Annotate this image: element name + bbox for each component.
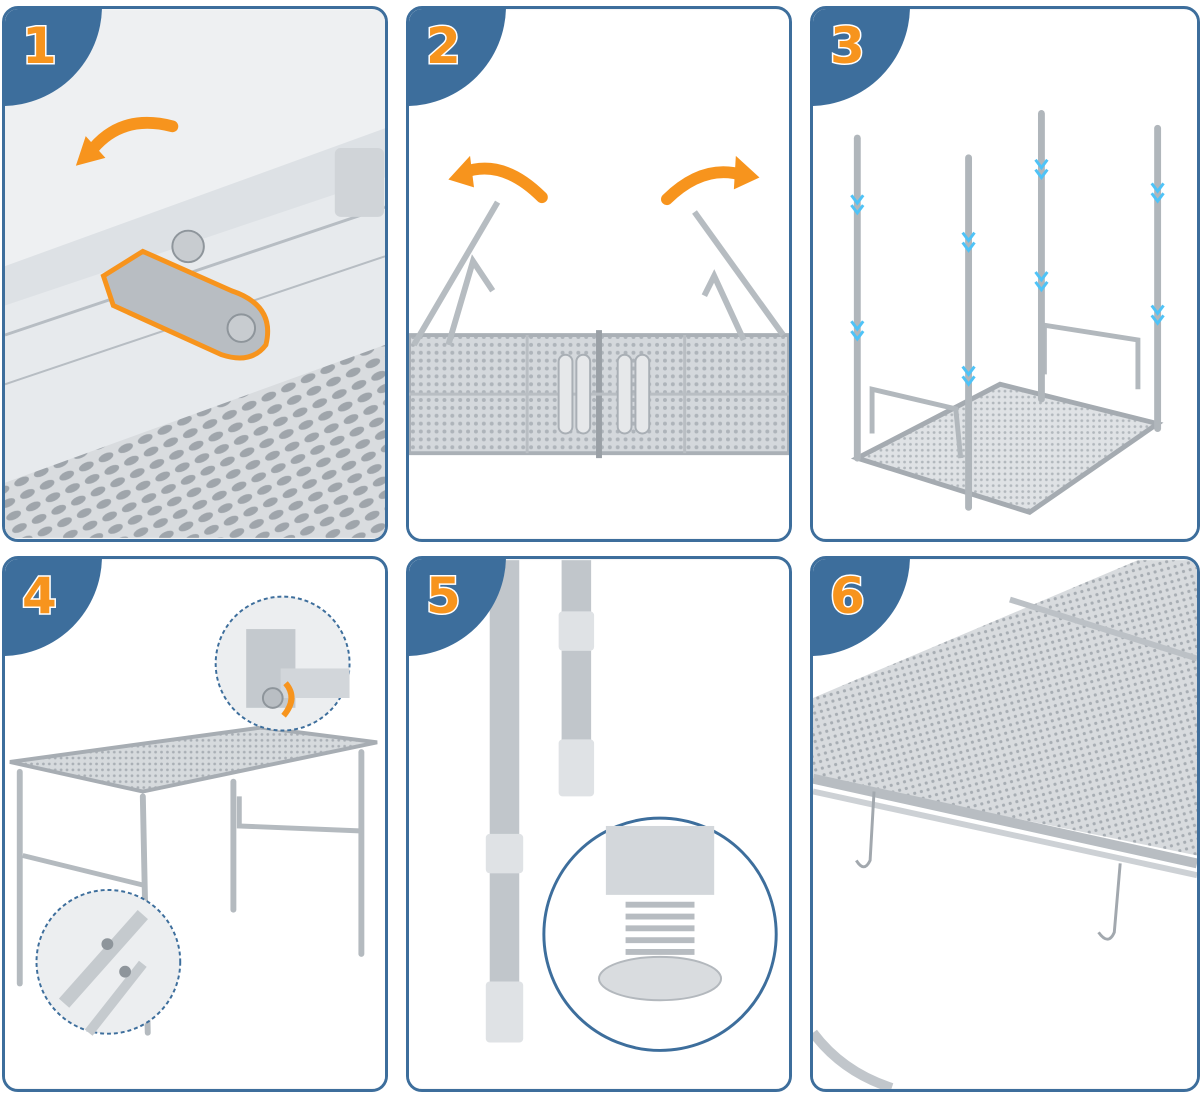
step-1-illustration: [5, 10, 385, 538]
step-number: 3: [829, 16, 867, 77]
adjustable-foot-inset: [542, 816, 778, 1052]
step-6-panel: 6: [810, 556, 1200, 1092]
step-2-panel: 2: [406, 6, 792, 542]
step-3-illustration: [813, 10, 1197, 538]
step-1-panel: 1: [2, 6, 388, 542]
leg-tube-right: [558, 560, 595, 797]
step-2-illustration: [409, 10, 789, 538]
step-number: 1: [21, 16, 59, 77]
step-number: 4: [21, 566, 59, 627]
downward-arrows-icon: [850, 158, 1165, 387]
brace-detail-inset: [35, 888, 182, 1036]
rotate-arrow-icon: [87, 117, 179, 154]
step-badge: 2: [409, 9, 506, 106]
step-number: 6: [829, 566, 867, 627]
folded-legs: [557, 353, 651, 435]
step-number: 5: [425, 566, 463, 627]
leg-tube-left: [485, 560, 524, 1043]
step-3-panel: 3: [810, 6, 1200, 542]
latch-plate: [100, 229, 271, 361]
step-5-panel: 5: [406, 556, 792, 1092]
hanging-hook-icon: [855, 791, 1122, 941]
hinge-detail-inset: [214, 595, 351, 732]
step-4-illustration: [5, 560, 385, 1088]
step-badge: 6: [813, 559, 910, 656]
step-6-illustration: [813, 560, 1197, 1089]
step-5-illustration: [409, 560, 789, 1088]
step-4-panel: 4: [2, 556, 388, 1092]
step-badge: 5: [409, 559, 506, 656]
step-number: 2: [425, 16, 463, 77]
telescoping-legs: [853, 110, 1162, 511]
